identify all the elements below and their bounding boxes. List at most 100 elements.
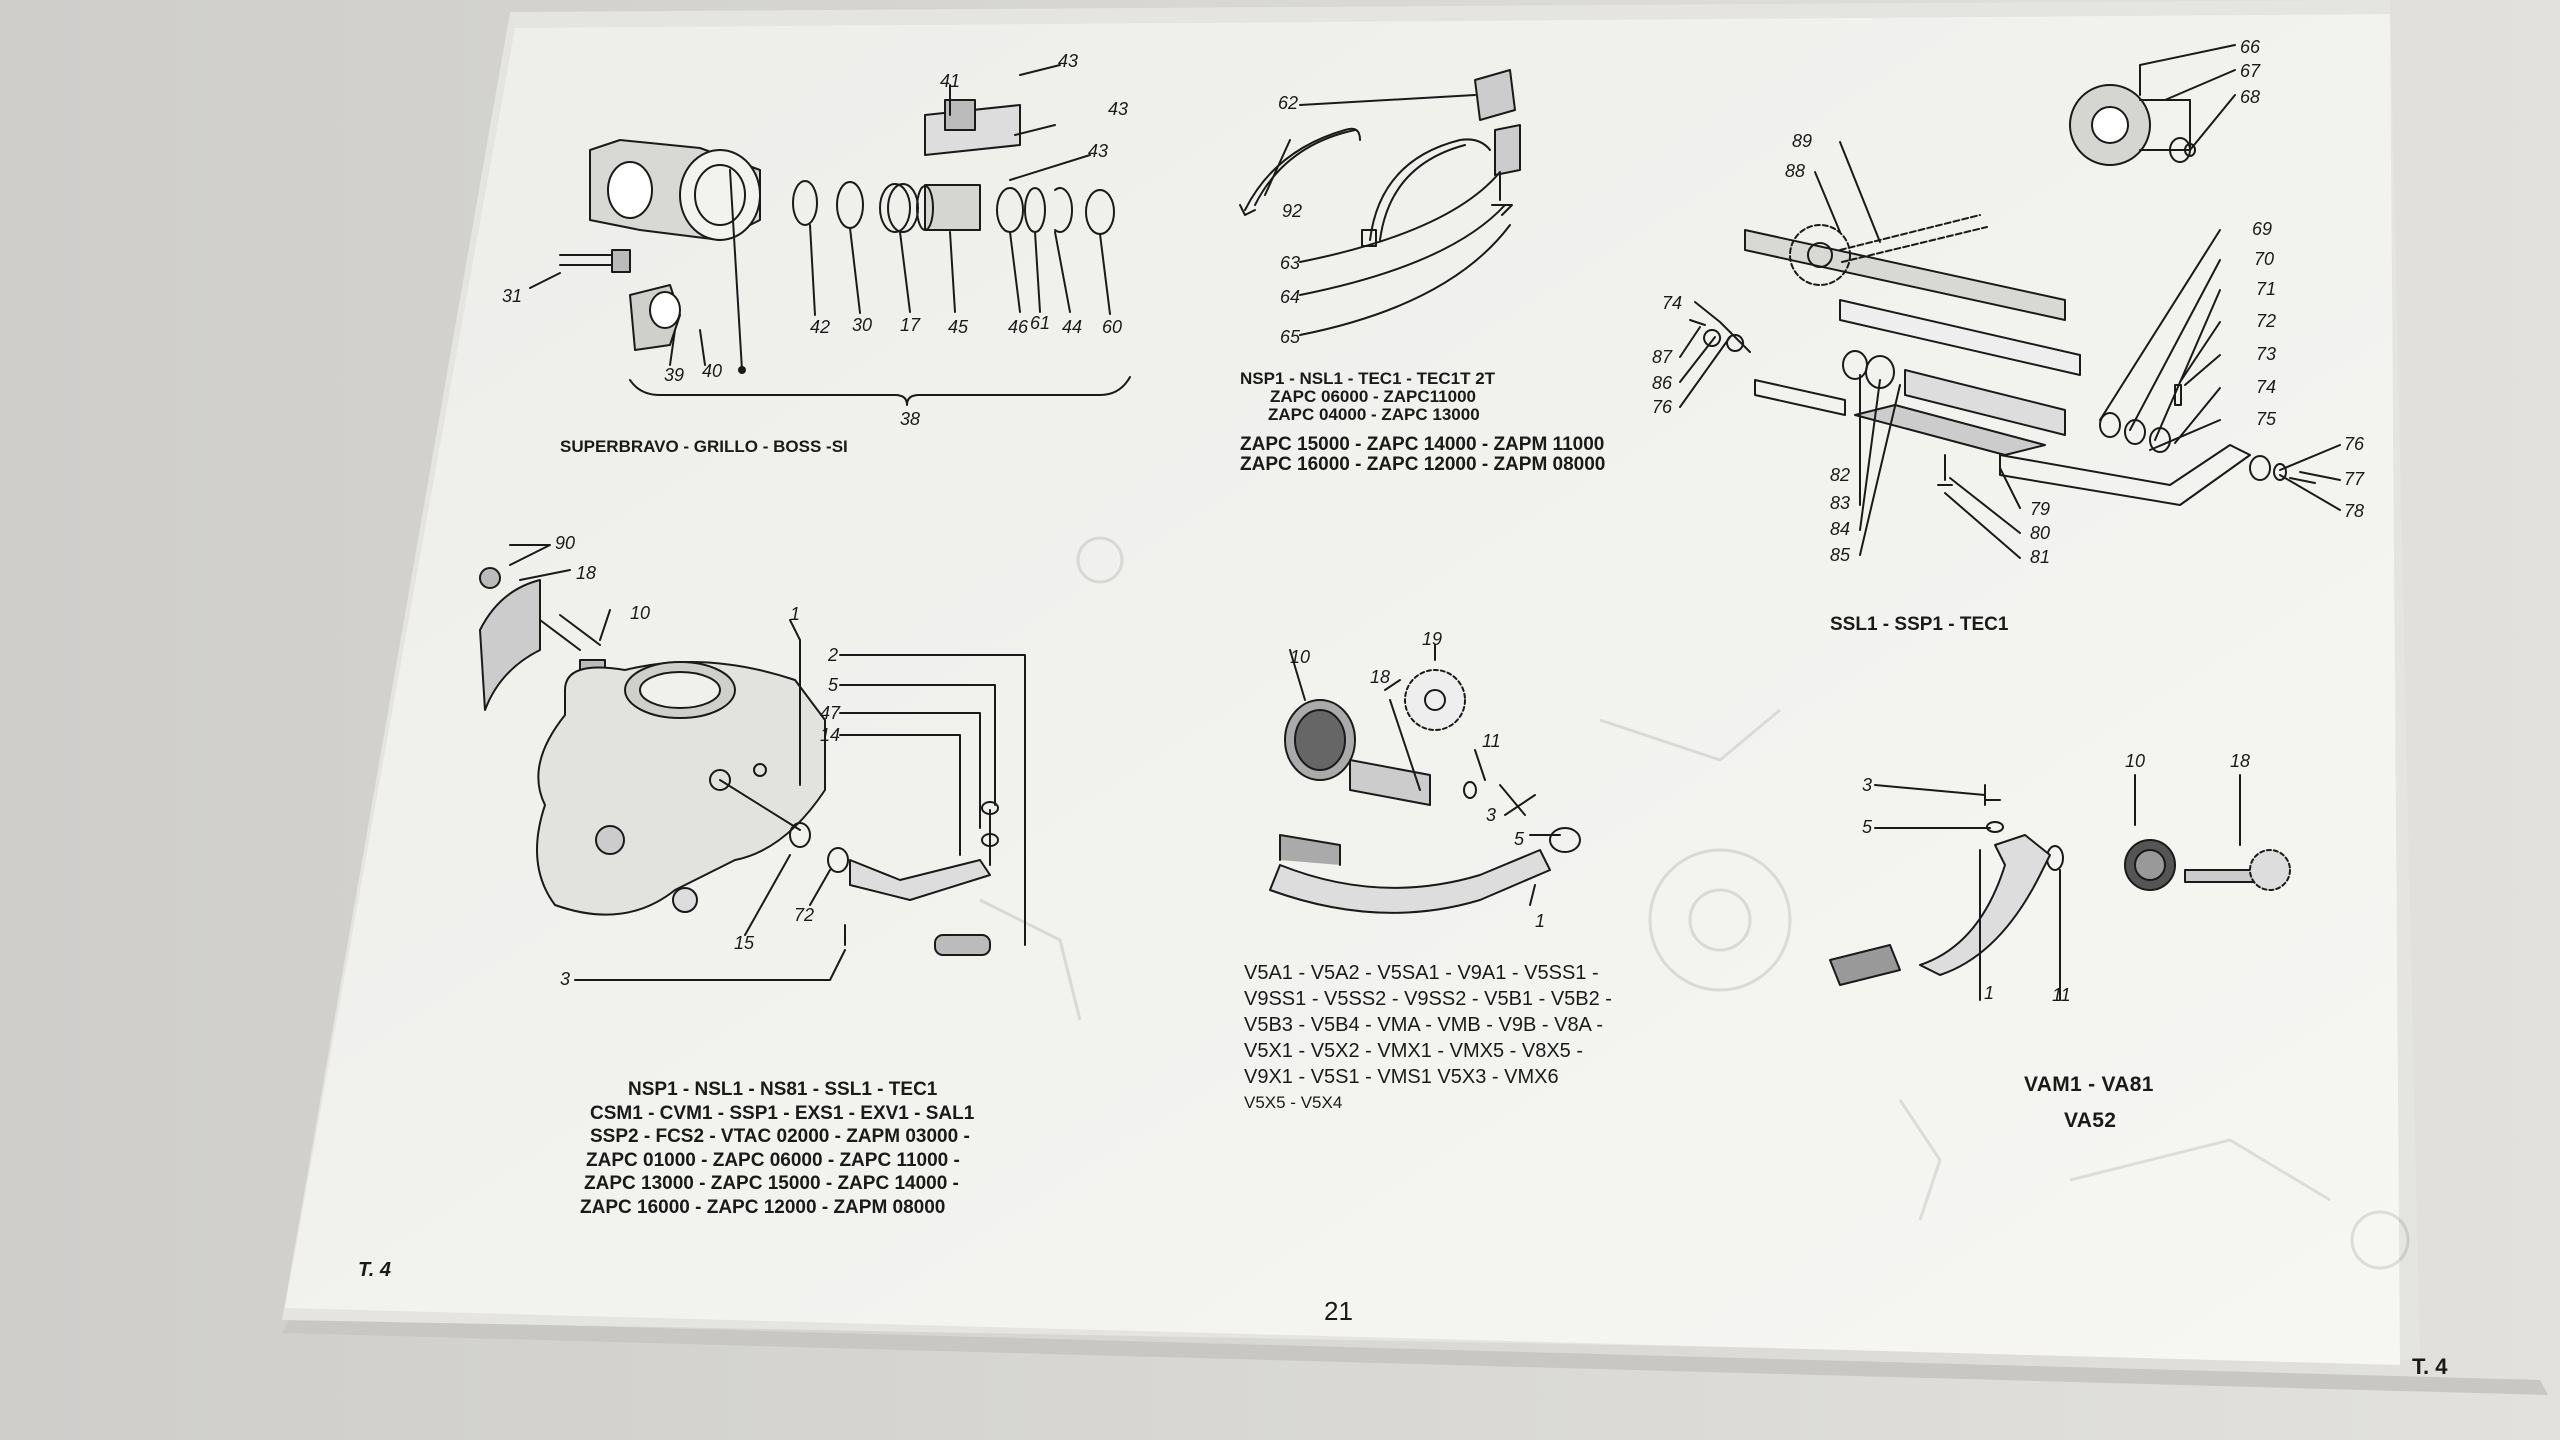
caption-line: NSP1 - NSL1 - TEC1 - TEC1T 2T [1240,369,1496,388]
callout-5: 5 [1514,829,1525,849]
callout-39: 39 [664,365,685,385]
callout-61: 61 [1030,313,1051,333]
callout-90: 90 [555,533,576,553]
callout-79: 79 [2030,499,2051,519]
callout-18: 18 [2230,751,2251,771]
caption-line: V5X1 - V5X2 - VMX1 - VMX5 - V8X5 - [1244,1040,1584,1062]
callout-83: 83 [1830,493,1851,513]
callout-68: 68 [2240,87,2261,107]
diagram-kickstart-superbravo [529,64,1131,406]
diagram-pedal-va [1829,774,2291,1001]
callout-46: 46 [1008,317,1029,337]
table-label-left: T. 4 [358,1259,391,1281]
caption-line: ZAPC 16000 - ZAPC 12000 - ZAPM 08000 [580,1196,946,1218]
callout-45: 45 [948,317,969,337]
callout-77: 77 [2344,469,2365,489]
page-number: 21 [1324,1296,1353,1326]
diagram-crankcase [479,544,1026,981]
callout-88: 88 [1785,161,1806,181]
callout-66: 66 [2240,37,2261,57]
callout-92: 92 [1282,201,1303,221]
callout-11: 11 [1482,731,1501,751]
callout-31: 31 [502,286,523,306]
diagram-cables [1239,69,1521,336]
callout-38: 38 [900,409,921,429]
callout-19: 19 [1422,629,1443,649]
caption-bottom-center: V5A1 - V5A2 - V5SA1 - V9A1 - V5SS1 - V9S… [1244,960,1612,1116]
callout-1: 1 [1535,911,1546,931]
callout-43: 43 [1058,51,1079,71]
callout-10: 10 [630,603,651,623]
caption-line: V5A1 - V5A2 - V5SA1 - V9A1 - V5SS1 - [1244,962,1599,984]
callout-1: 1 [1984,983,1995,1003]
callout-18: 18 [576,563,597,583]
callout-2: 2 [828,645,839,665]
callout-5: 5 [828,675,839,695]
callout-76: 76 [2344,434,2365,454]
callout-3: 3 [560,969,571,989]
callout-74: 74 [2256,377,2277,397]
caption-bottom-right-1: VAM1 - VA81 [2024,1073,2154,1096]
callout-1: 1 [790,604,801,624]
paper-stack-edge [282,1318,2548,1395]
caption-line: CSM1 - CVM1 - SSP1 - EXS1 - EXV1 - SAL1 [590,1102,975,1124]
callout-89: 89 [1792,131,1813,151]
caption-line: ZAPC 16000 - ZAPC 12000 - ZAPM 08000 [1240,454,1606,475]
caption-line: SSP2 - FCS2 - VTAC 02000 - ZAPM 03000 - [590,1126,970,1147]
diagram-kick-pedal [1269,644,1581,914]
page-sheet [285,14,2400,1365]
callout-86: 86 [1652,373,1673,393]
callout-5: 5 [1862,817,1873,837]
callout-10: 10 [1290,647,1311,667]
callout-75: 75 [2256,409,2277,429]
callout-63: 63 [1280,253,1301,273]
bleed-through-ghost [979,536,2410,1270]
callout-43: 43 [1108,99,1129,119]
callout-3: 3 [1862,775,1873,795]
diagram-linkage [1679,44,2341,559]
caption-line: ZAPC 13000 - ZAPC 15000 - ZAPC 14000 - [584,1173,959,1194]
callout-10: 10 [2125,751,2146,771]
caption-bottom-right-2: VA52 [2064,1109,2117,1132]
caption-line: ZAPC 06000 - ZAPC11000 [1270,387,1476,406]
callout-72: 72 [2256,311,2277,331]
callout-84: 84 [1830,519,1851,539]
table-label-right: T. 4 [2412,1354,2448,1379]
caption-line: V9SS1 - V5SS2 - V9SS2 - V5B1 - V5B2 - [1244,988,1612,1010]
callout-70: 70 [2254,249,2275,269]
callout-18: 18 [1370,667,1391,687]
callout-60: 60 [1102,317,1123,337]
callout-80: 80 [2030,523,2051,543]
callout-69: 69 [2252,219,2273,239]
callout-67: 67 [2240,61,2261,81]
caption-line: V5B3 - V5B4 - VMA - VMB - V9B - V8A - [1244,1014,1604,1036]
callout-65: 65 [1280,327,1301,347]
callout-81: 81 [2030,547,2051,567]
callout-71: 71 [2256,279,2277,299]
caption-line: ZAPC 04000 - ZAPC 13000 [1268,405,1480,424]
callout-41: 41 [940,71,961,91]
callout-30: 30 [852,315,873,335]
callout-44: 44 [1062,317,1083,337]
callout-14: 14 [820,725,841,745]
callout-62: 62 [1278,93,1299,113]
callout-76: 76 [1652,397,1673,417]
caption-line: NSP1 - NSL1 - NS81 - SSL1 - TEC1 [628,1079,938,1100]
callout-42: 42 [810,317,831,337]
callout-74: 74 [1662,293,1683,313]
callout-78: 78 [2344,501,2365,521]
callout-11: 11 [2052,985,2071,1005]
caption-line: V5X5 - V5X4 [1244,1093,1343,1112]
caption-top-center: NSP1 - NSL1 - TEC1 - TEC1T 2T ZAPC 06000… [1240,368,1605,476]
caption-line: ZAPC 01000 - ZAPC 06000 - ZAPC 11000 - [586,1149,960,1171]
callout-47: 47 [820,703,841,723]
callout-40: 40 [702,361,723,381]
callout-17: 17 [900,315,921,335]
caption-line: V9X1 - V5S1 - VMS1 V5X3 - VMX6 [1244,1066,1559,1088]
callout-72: 72 [794,905,815,925]
callout-73: 73 [2256,344,2277,364]
callout-82: 82 [1830,465,1851,485]
callout-87: 87 [1652,347,1673,367]
